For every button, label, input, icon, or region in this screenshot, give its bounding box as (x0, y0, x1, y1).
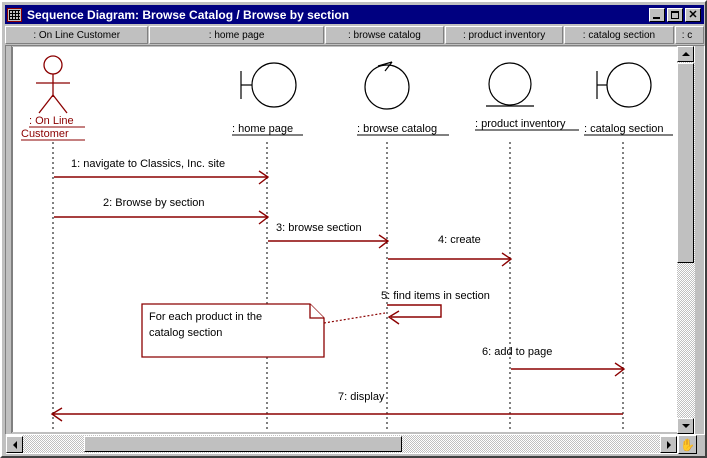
message-5-label: 5: find items in section (381, 290, 490, 302)
sequence-diagram: : On Line Customer : home page (21, 55, 673, 432)
horizontal-scrollbar-thumb[interactable] (84, 436, 402, 452)
message-1[interactable]: 1: navigate to Classics, Inc. site (54, 158, 270, 185)
scroll-right-button[interactable] (660, 436, 677, 453)
resize-grip[interactable]: ✋ (678, 435, 697, 454)
scroll-down-button[interactable] (677, 418, 694, 434)
scroll-up-button[interactable] (677, 46, 694, 62)
header-tab-product-inventory[interactable]: : product inventory (444, 26, 564, 44)
participant-label-browse-catalog: : browse catalog (357, 123, 437, 135)
message-2[interactable]: 2: Browse by section (54, 197, 270, 225)
message-5[interactable]: 5: find items in section (381, 290, 490, 325)
participant-label-catalog-section: : catalog section (584, 123, 664, 135)
participant-label-customer-line1: : On Line (29, 115, 74, 127)
participant-label-product-inventory: : product inventory (475, 118, 566, 130)
header-tab-partial[interactable]: : c (674, 26, 704, 44)
note-line-1: For each product in the (149, 311, 262, 323)
message-6-label: 6: add to page (482, 346, 552, 358)
header-tab-catalog-section[interactable]: : catalog section (564, 26, 674, 44)
message-4[interactable]: 4: create (388, 234, 513, 267)
close-icon: ✕ (688, 8, 698, 21)
scroll-left-button[interactable] (6, 436, 23, 453)
message-6[interactable]: 6: add to page (482, 346, 626, 377)
window-controls: ✕ (649, 7, 701, 22)
participant-product-inventory[interactable]: : product inventory (475, 62, 579, 131)
participant-label-customer-line2: Customer (21, 128, 69, 140)
horizontal-scrollbar[interactable] (6, 435, 678, 454)
window-title: Sequence Diagram: Browse Catalog / Brows… (27, 7, 350, 22)
scroll-left-arrow-icon (12, 440, 17, 449)
message-3[interactable]: 3: browse section (268, 222, 390, 249)
header-tab-browse-catalog[interactable]: : browse catalog (324, 26, 444, 44)
message-1-label: 1: navigate to Classics, Inc. site (71, 158, 225, 170)
participant-header-bar: : On Line Customer : home page : browse … (5, 26, 705, 44)
participant-home-page[interactable]: : home page (232, 62, 303, 136)
lifelines (52, 142, 624, 432)
close-button[interactable]: ✕ (685, 7, 701, 22)
participant-browse-catalog[interactable]: : browse catalog (357, 61, 449, 136)
diagram-icon (7, 7, 22, 22)
title-bar[interactable]: Sequence Diagram: Browse Catalog / Brows… (5, 5, 704, 24)
note-for-each-product[interactable]: For each product in the catalog section (141, 303, 386, 358)
vertical-scrollbar[interactable] (677, 46, 695, 434)
note-line-2: catalog section (149, 327, 222, 339)
message-3-label: 3: browse section (276, 222, 362, 234)
header-tab-home-page[interactable]: : home page (149, 26, 324, 44)
header-tab-on-line-customer[interactable]: : On Line Customer (5, 26, 149, 44)
message-2-label: 2: Browse by section (103, 197, 205, 209)
scroll-up-arrow-icon (681, 52, 690, 56)
scroll-right-arrow-icon (666, 440, 671, 449)
diagram-canvas[interactable]: : On Line Customer : home page (12, 47, 681, 432)
participant-catalog-section[interactable]: : catalog section (584, 62, 673, 136)
vertical-scrollbar-thumb[interactable] (677, 63, 694, 263)
canvas-left-gutter (6, 46, 12, 433)
message-7[interactable]: 7: display (50, 391, 623, 422)
participant-label-home-page: : home page (232, 123, 293, 135)
message-7-label: 7: display (338, 391, 385, 403)
maximize-button[interactable] (667, 7, 683, 22)
scroll-down-arrow-icon (681, 424, 690, 428)
minimize-button[interactable] (649, 7, 665, 22)
hand-icon: ✋ (680, 437, 695, 452)
diagram-canvas-frame: : On Line Customer : home page (5, 45, 705, 435)
message-4-label: 4: create (438, 234, 481, 246)
participant-on-line-customer[interactable]: : On Line Customer (21, 55, 85, 141)
